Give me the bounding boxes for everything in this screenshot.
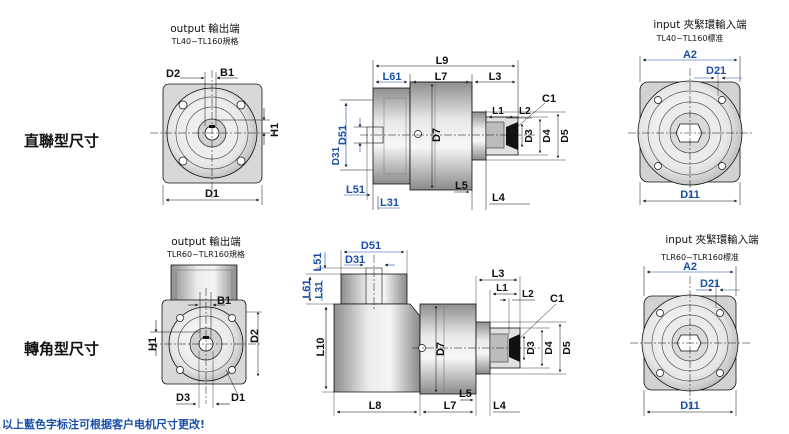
bottom-left-d3-label: D3 xyxy=(176,392,190,404)
top-middle-d4-label: D4 xyxy=(541,129,553,143)
customization-note: 以上藍色字标注可根据客户电机尺寸更改! xyxy=(2,418,206,431)
top-middle-d51-label: D51 xyxy=(337,125,349,145)
top-left-b1-label: B1 xyxy=(220,67,234,79)
bottom-right-input-view: input 夾緊環輸入端 TLR60~TLR160標准 A2 D21 D11 xyxy=(630,233,759,416)
top-left-output-view: output 輸出端 TL40~TL160規格 D2 B1 H1 D1 xyxy=(150,22,281,205)
bottom-left-d2-label: D2 xyxy=(249,329,261,343)
top-right-a2-label: A2 xyxy=(683,49,697,61)
top-middle-l2-label: L2 xyxy=(519,106,531,117)
top-right-d11-label: D11 xyxy=(680,189,700,201)
top-middle-c1-label: C1 xyxy=(542,93,556,105)
bottom-middle-l2-label: L2 xyxy=(522,289,534,300)
top-left-d1-label: D1 xyxy=(205,188,219,200)
bottom-middle-l1-label: L1 xyxy=(496,283,508,294)
bottom-middle-d7-label: D7 xyxy=(435,342,447,356)
bottom-middle-d51-label: D51 xyxy=(361,240,381,252)
bottom-middle-l10-label: L10 xyxy=(315,338,327,357)
bottom-middle-d31-label: D31 xyxy=(345,254,365,266)
bottom-middle-l31-label: L31 xyxy=(314,281,325,299)
top-middle-l7-label: L7 xyxy=(435,71,448,83)
top-middle-l61-label: L61 xyxy=(383,71,402,83)
top-middle-d3-label: D3 xyxy=(523,129,535,143)
top-middle-l9-label: L9 xyxy=(436,55,449,67)
top-middle-l5-label: L5 xyxy=(455,180,468,192)
bottom-left-d1-label: D1 xyxy=(231,392,245,404)
bottom-middle-c1-label: C1 xyxy=(550,293,564,305)
top-right-subtitle: TL40~TL160標准 xyxy=(656,33,724,43)
bottom-middle-l5-label: L5 xyxy=(459,388,472,400)
bottom-left-b1-label: B1 xyxy=(217,295,231,307)
top-right-title: input 夾緊環輸入端 xyxy=(653,18,747,31)
bottom-middle-l4-label: L4 xyxy=(493,400,507,412)
top-middle-l3-label: L3 xyxy=(489,71,502,83)
bottom-middle-l61-label: L61 xyxy=(301,280,313,299)
top-left-subtitle: TL40~TL160規格 xyxy=(171,36,239,46)
bottom-right-title: input 夾緊環輸入端 xyxy=(665,233,759,246)
bottom-right-d21-label: D21 xyxy=(700,278,720,290)
bottom-middle-d3-label: D3 xyxy=(525,341,537,355)
top-middle-side-view: L9 L61 L7 L3 L1 L2 C1 D51 D31 D7 D3 xyxy=(331,55,571,210)
row-label-right-angle: 轉角型尺寸 xyxy=(24,340,100,358)
bottom-left-title: output 輸出端 xyxy=(171,235,241,248)
bottom-left-output-view: output 輸出端 TLR60~TLR160規格 B1 H1 D2 xyxy=(147,235,262,408)
top-middle-l4-label: L4 xyxy=(492,192,506,204)
bottom-middle-side-view: D51 D31 L51 L61 L31 L10 D7 L3 L1 L2 xyxy=(301,240,573,416)
bottom-left-subtitle: TLR60~TLR160規格 xyxy=(166,249,245,259)
bottom-right-a2-label: A2 xyxy=(683,261,697,273)
top-middle-d5-label: D5 xyxy=(559,129,571,143)
top-right-d21-label: D21 xyxy=(706,65,726,77)
row-label-inline: 直聯型尺寸 xyxy=(24,132,100,150)
top-left-h1-label: H1 xyxy=(269,123,281,137)
top-middle-d7-label: D7 xyxy=(431,128,443,142)
bottom-middle-d4-label: D4 xyxy=(543,341,555,355)
bottom-middle-l3-label: L3 xyxy=(492,268,505,280)
top-middle-l31-label: L31 xyxy=(380,197,399,209)
bottom-right-d11-label: D11 xyxy=(680,400,700,412)
top-left-title: output 輸出端 xyxy=(170,22,240,35)
bottom-middle-l8-label: L8 xyxy=(369,400,382,412)
top-middle-l51-label: L51 xyxy=(346,184,365,196)
top-middle-d31-label: D31 xyxy=(331,146,342,165)
bottom-right-subtitle: TLR60~TLR160標准 xyxy=(660,252,739,262)
bottom-middle-l7-label: L7 xyxy=(444,400,457,412)
bottom-middle-d5-label: D5 xyxy=(561,341,573,355)
bottom-left-h1-label: H1 xyxy=(147,337,159,351)
bottom-middle-l51-label: L51 xyxy=(312,253,324,272)
top-middle-l1-label: L1 xyxy=(492,106,504,117)
top-right-input-view: input 夾緊環輸入端 TL40~TL160標准 A2 D21 D11 xyxy=(628,18,752,205)
top-left-d2-label: D2 xyxy=(166,68,180,80)
